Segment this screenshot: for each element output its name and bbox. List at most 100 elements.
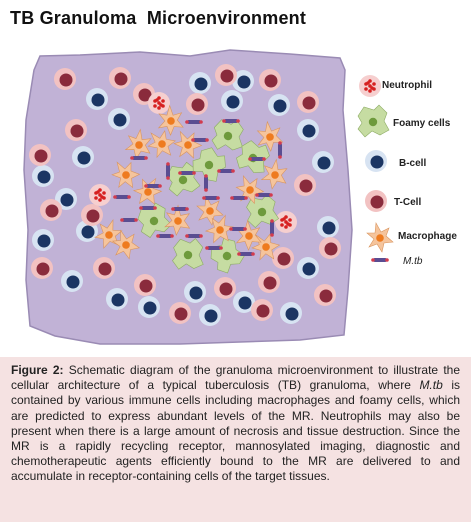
t-cell bbox=[294, 174, 316, 196]
b-cell bbox=[297, 257, 319, 279]
mtb-bacillus bbox=[229, 227, 247, 231]
macrophage bbox=[256, 120, 284, 152]
t-cell bbox=[40, 199, 62, 221]
mtb-bacillus bbox=[202, 196, 220, 200]
foamy-cell bbox=[192, 147, 226, 182]
mtb-bacillus bbox=[185, 120, 203, 124]
b-cell bbox=[189, 72, 211, 94]
t-cell bbox=[214, 277, 236, 299]
b-cell bbox=[86, 88, 108, 110]
b-cell bbox=[184, 281, 206, 303]
b-cell bbox=[199, 304, 221, 326]
legend-label-b-cell: B-cell bbox=[399, 158, 427, 169]
mtb-bacillus bbox=[120, 218, 138, 222]
mtb-bacillus bbox=[278, 141, 282, 159]
granuloma-diagram bbox=[23, 49, 394, 345]
macrophage bbox=[173, 130, 203, 159]
t-cell bbox=[29, 144, 51, 166]
mtb-bacillus bbox=[156, 234, 174, 238]
mtb-bacillus bbox=[255, 193, 273, 197]
b-cell bbox=[108, 108, 130, 130]
legend-label-foamy-cells: Foamy cells bbox=[393, 118, 451, 129]
macrophage bbox=[204, 214, 234, 244]
neutrophil bbox=[89, 184, 111, 206]
macrophage bbox=[111, 229, 141, 260]
mtb-bacillus bbox=[270, 219, 274, 237]
t-cell bbox=[258, 271, 280, 293]
t-cell bbox=[272, 247, 294, 269]
legend-label-mtb: M.tb bbox=[403, 256, 423, 267]
b-cell bbox=[297, 119, 319, 141]
mtb-bacillus bbox=[222, 119, 240, 123]
cells-layer bbox=[29, 64, 341, 326]
b-cell bbox=[232, 70, 254, 92]
mtb-bacillus bbox=[139, 206, 157, 210]
t-cell bbox=[319, 237, 341, 259]
t-cell bbox=[81, 204, 103, 226]
neutrophil-legend-icon bbox=[359, 75, 381, 97]
mtb-bacillus bbox=[191, 138, 209, 142]
t-cell bbox=[109, 67, 131, 89]
mtb-bacillus bbox=[171, 207, 189, 211]
t-cell bbox=[251, 299, 273, 321]
mtb-bacillus bbox=[166, 162, 170, 180]
t-cell bbox=[93, 257, 115, 279]
b-cell bbox=[233, 291, 255, 313]
t-cell bbox=[314, 284, 336, 306]
mtb-bacillus bbox=[248, 157, 266, 161]
mtb-bacillus bbox=[113, 195, 131, 199]
mtb-bacillus bbox=[217, 169, 235, 173]
caption-text-part-2: is contained by various immune cells inc… bbox=[11, 378, 460, 484]
macrophage bbox=[132, 177, 163, 205]
t-cell bbox=[169, 302, 191, 324]
figure-panel: TB Granuloma Microenvironment Neutrophil… bbox=[10, 8, 457, 345]
t-cell bbox=[65, 119, 87, 141]
b-cell bbox=[61, 270, 83, 292]
mtb-bacillus bbox=[144, 184, 162, 188]
macrophage bbox=[157, 104, 184, 136]
macrophage-legend-icon bbox=[366, 222, 394, 253]
b-cell bbox=[280, 302, 302, 324]
t-cell bbox=[215, 64, 237, 86]
b-cell bbox=[106, 288, 128, 310]
t-cell bbox=[297, 91, 319, 113]
diagram-title: TB Granuloma Microenvironment bbox=[10, 8, 307, 28]
t-cell-legend-icon bbox=[365, 190, 387, 212]
t-cell bbox=[259, 69, 281, 91]
t-cell bbox=[134, 274, 156, 296]
legend-label-macrophage: Macrophage bbox=[398, 231, 457, 242]
legend-label-neutrophil: Neutrophil bbox=[382, 80, 432, 91]
mtb-bacillus bbox=[230, 196, 248, 200]
mtb-bacillus bbox=[185, 234, 203, 238]
b-cell bbox=[317, 216, 339, 238]
neutrophil bbox=[275, 211, 297, 233]
b-cell bbox=[312, 151, 334, 173]
foamy-cell-legend-icon bbox=[357, 104, 390, 138]
b-cell bbox=[268, 94, 290, 116]
mtb-bacillus bbox=[178, 171, 196, 175]
caption-mtb: M.tb bbox=[419, 378, 443, 393]
macrophage bbox=[111, 161, 141, 189]
mtb-legend-icon bbox=[371, 258, 389, 262]
t-cell bbox=[54, 68, 76, 90]
macrophage bbox=[260, 158, 288, 190]
t-cell bbox=[31, 257, 53, 279]
mtb-bacillus bbox=[130, 156, 148, 160]
caption-text-part-1: Schematic diagram of the granuloma micro… bbox=[11, 363, 461, 393]
b-cell bbox=[138, 296, 160, 318]
foamy-cell bbox=[166, 161, 201, 197]
mtb-bacillus bbox=[205, 246, 223, 250]
b-cell-legend-icon bbox=[365, 150, 387, 172]
mtb-bacillus bbox=[237, 252, 255, 256]
legend-label-t-cell: T-Cell bbox=[394, 197, 422, 208]
foamy-cell bbox=[172, 238, 204, 270]
macrophage bbox=[164, 204, 191, 236]
macrophage bbox=[147, 130, 176, 159]
b-cell bbox=[72, 146, 94, 168]
caption-box: Figure 2: Schematic diagram of the granu… bbox=[0, 357, 471, 522]
legend-icons bbox=[357, 75, 394, 262]
b-cell bbox=[32, 165, 54, 187]
neutrophil bbox=[148, 92, 170, 114]
figure-caption: Figure 2: Schematic diagram of the granu… bbox=[11, 363, 460, 485]
b-cell bbox=[221, 90, 243, 112]
